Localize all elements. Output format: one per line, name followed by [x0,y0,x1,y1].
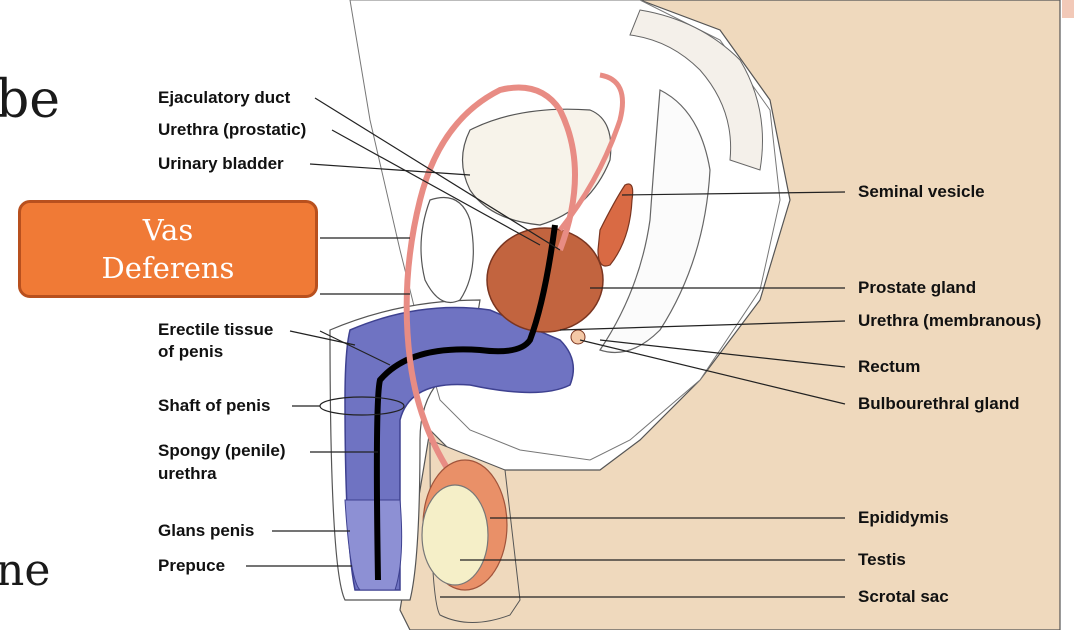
label-spongy-urethra-line2: urethra [158,464,217,484]
callout-line1: Vas [21,211,315,249]
label-seminal-vesicle: Seminal vesicle [858,182,985,202]
pubic-bone [421,198,473,303]
label-urethra-prostatic: Urethra (prostatic) [158,120,306,140]
label-bulbourethral-gland: Bulbourethral gland [858,394,1020,414]
label-shaft-of-penis: Shaft of penis [158,396,270,416]
callout-line2: Deferens [21,249,315,287]
vas-deferens-callout: Vas Deferens [18,200,318,298]
label-spongy-urethra-line1: Spongy (penile) [158,441,286,461]
label-scrotal-sac: Scrotal sac [858,587,949,607]
label-testis: Testis [858,550,906,570]
label-erectile-tissue-line2: of penis [158,342,223,362]
testis [422,485,488,585]
label-rectum: Rectum [858,357,920,377]
label-epididymis: Epididymis [858,508,949,528]
label-urinary-bladder: Urinary bladder [158,154,284,174]
label-ejaculatory-duct: Ejaculatory duct [158,88,290,108]
bulbourethral-gland [571,330,585,344]
label-prepuce: Prepuce [158,556,225,576]
label-erectile-tissue-line1: Erectile tissue [158,320,273,340]
label-urethra-membranous: Urethra (membranous) [858,311,1041,331]
label-glans-penis: Glans penis [158,521,254,541]
label-prostate-gland: Prostate gland [858,278,976,298]
